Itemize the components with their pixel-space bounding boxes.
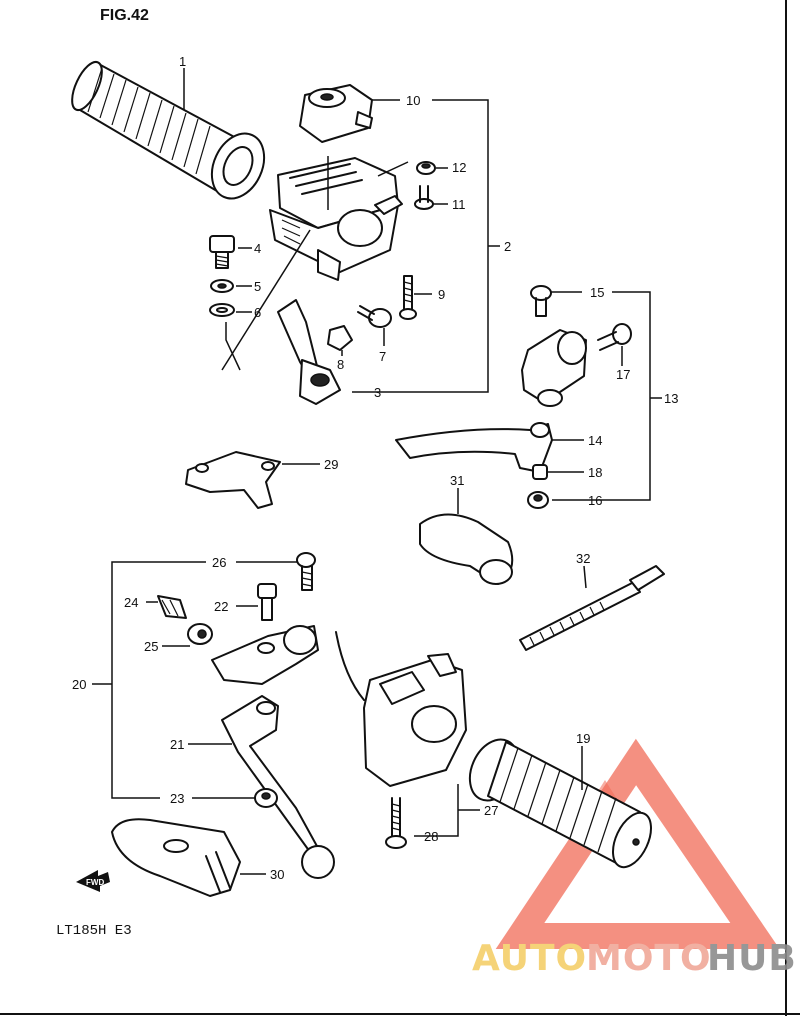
part-23-nut (254, 788, 278, 808)
callout-20: 20 (72, 677, 86, 692)
part-1-grip-left (71, 60, 266, 200)
callout-22: 22 (214, 599, 228, 614)
callout-25: 25 (144, 639, 158, 654)
callout-17: 17 (616, 367, 630, 382)
callout-32: 32 (576, 551, 590, 566)
callout-2: 2 (504, 239, 511, 254)
part-7-screw (357, 305, 392, 328)
fwd-arrow-icon: FWD (76, 870, 110, 892)
part-14-brake-lever (395, 422, 553, 473)
watermark-text-moto: MOTO (586, 938, 712, 979)
callout-23: 23 (170, 791, 184, 806)
callout-12: 12 (452, 160, 466, 175)
callout-1: 1 (179, 54, 186, 69)
part-20-clutch-bracket (211, 625, 319, 685)
callout-9: 9 (438, 287, 445, 302)
callout-8: 8 (337, 357, 344, 372)
part-29-bracket (185, 451, 281, 509)
part-2-switch-housing (269, 157, 403, 281)
fwd-label: FWD (86, 878, 104, 887)
callout-24: 24 (124, 595, 138, 610)
callout-numbers: 1 2 3 4 5 6 7 8 9 10 11 12 13 14 15 16 1… (72, 54, 678, 882)
callout-10: 10 (406, 93, 420, 108)
part-12-nut (416, 161, 436, 175)
part-31-lever-boot (419, 513, 514, 585)
part-21-clutch-lever (221, 695, 335, 879)
part-25-nut (187, 623, 213, 645)
watermark-text-auto: AUTO (472, 938, 587, 979)
part-19-grip-right (468, 738, 652, 869)
part-3-choke-lever (277, 299, 341, 405)
callout-14: 14 (588, 433, 602, 448)
part-9-screw (399, 275, 417, 320)
part-24-bolt (157, 595, 187, 619)
callout-19: 19 (576, 731, 590, 746)
callout-16: 16 (588, 493, 602, 508)
callout-18: 18 (588, 465, 602, 480)
leader-lines (92, 68, 662, 875)
part-11-screw (414, 185, 434, 210)
part-27-right-switch (335, 631, 467, 787)
part-15-bolt (530, 285, 552, 317)
callout-7: 7 (379, 349, 386, 364)
part-6-washer (209, 303, 235, 317)
watermark-triangle (495, 738, 780, 949)
part-4-screw (209, 235, 235, 269)
callout-26: 26 (212, 555, 226, 570)
part-26-bolt (296, 552, 316, 591)
model-code: LT185H E3 (56, 923, 132, 939)
part-8-nut (327, 325, 353, 351)
callout-6: 6 (254, 305, 261, 320)
callout-21: 21 (170, 737, 184, 752)
figure-title: FIG.42 (100, 7, 149, 24)
part-5-washer (210, 279, 234, 293)
callout-15: 15 (590, 285, 604, 300)
part-30-clutch-boot (111, 818, 241, 897)
callout-29: 29 (324, 457, 338, 472)
callout-30: 30 (270, 867, 284, 882)
part-17-bolt (597, 323, 632, 351)
callout-31: 31 (450, 473, 464, 488)
callout-3: 3 (374, 385, 381, 400)
callout-4: 4 (254, 241, 261, 256)
callout-27: 27 (484, 803, 498, 818)
part-28-screw (385, 797, 407, 849)
callout-28: 28 (424, 829, 438, 844)
part-18-collar (532, 464, 548, 480)
part-13-lever-bracket (521, 329, 587, 407)
part-10-switch-cap (299, 84, 373, 143)
callout-11: 11 (452, 197, 466, 212)
part-32-cable-tie (519, 565, 665, 651)
watermark-text-hub: HUB (707, 938, 797, 979)
callout-13: 13 (664, 391, 678, 406)
part-22-bolt (257, 583, 277, 621)
watermark-logo: AUTO MOTO HUB (472, 738, 797, 979)
part-16-nut (527, 491, 549, 509)
callout-5: 5 (254, 279, 261, 294)
